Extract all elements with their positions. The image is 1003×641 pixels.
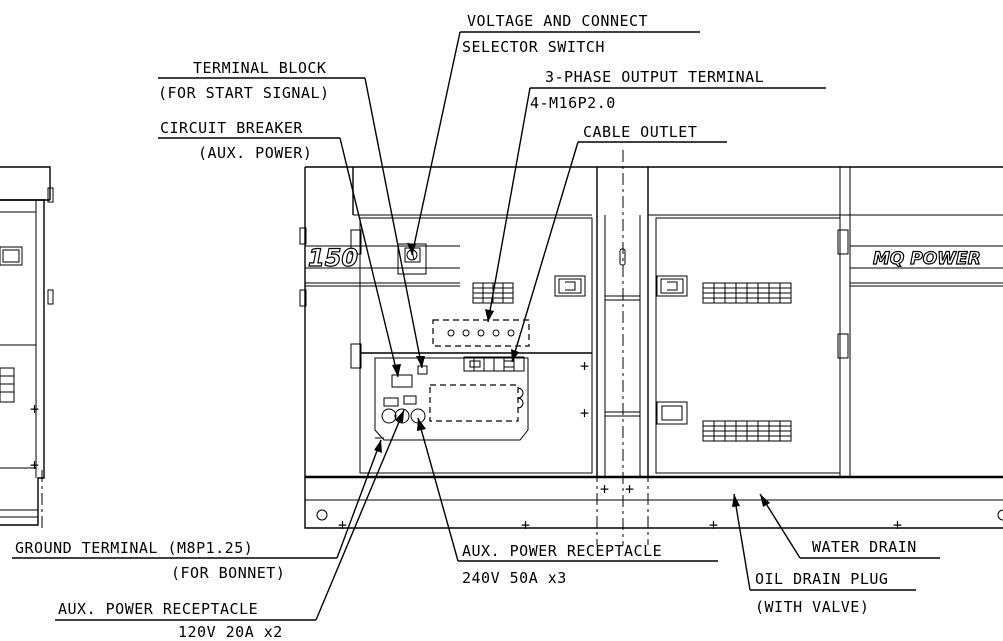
callout-text: 3-PHASE OUTPUT TERMINAL [545, 68, 764, 86]
callout-circuit-breaker: CIRCUIT BREAKER (AUX. POWER) [158, 119, 401, 378]
svg-text:+: + [30, 456, 40, 474]
callout-text: (FOR START SIGNAL) [158, 84, 330, 102]
louver-vent-icon [0, 367, 15, 403]
callout-text: VOLTAGE AND CONNECT [467, 12, 648, 30]
callout-ground-terminal: GROUND TERMINAL (M8P1.25) (FOR BONNET) [12, 439, 382, 582]
callout-text: CIRCUIT BREAKER [160, 119, 303, 137]
callout-text: AUX. POWER RECEPTACLE [462, 542, 662, 560]
louver-vent-icon [702, 420, 792, 442]
callout-voltage-selector: VOLTAGE AND CONNECT SELECTOR SWITCH [407, 12, 700, 256]
svg-text:+: + [338, 516, 348, 534]
callout-text: OIL DRAIN PLUG [755, 570, 888, 588]
three-phase-output-terminal [432, 319, 530, 347]
side-view-enclosure: + + [0, 166, 54, 530]
callout-aux-power-240: AUX. POWER RECEPTACLE 240V 50A x3 [417, 417, 718, 587]
callout-three-phase-terminal: 3-PHASE OUTPUT TERMINAL 4-M16P2.0 [485, 68, 826, 323]
callout-text: GROUND TERMINAL (M8P1.25) [15, 539, 253, 557]
callout-text: (AUX. POWER) [198, 144, 312, 162]
emblem-icon [0, 246, 23, 266]
mq-emblem-icon [656, 275, 688, 297]
callout-text: CABLE OUTLET [583, 123, 697, 141]
svg-text:+: + [30, 400, 40, 418]
cable-outlet [463, 356, 525, 372]
skid-base [304, 470, 1003, 545]
callout-text: WATER DRAIN [812, 538, 917, 556]
brand-decal: MQ POWER [873, 249, 981, 269]
callout-text: 4-M16P2.0 [530, 94, 616, 112]
svg-text:+: + [893, 516, 903, 534]
callout-text: TERMINAL BLOCK [193, 59, 326, 77]
generator-enclosure: 150 MQ POWER [299, 150, 1003, 545]
callout-text: AUX. POWER RECEPTACLE [58, 600, 258, 618]
svg-text:+: + [521, 516, 531, 534]
svg-text:+: + [709, 516, 719, 534]
mq-emblem-icon [554, 275, 586, 297]
callout-water-drain: WATER DRAIN [759, 493, 940, 559]
model-number-decal: 150 [308, 244, 358, 272]
callout-text: (WITH VALVE) [755, 598, 869, 616]
callout-aux-power-120: AUX. POWER RECEPTACLE 120V 20A x2 [55, 409, 405, 641]
callout-text: SELECTOR SWITCH [462, 38, 605, 56]
louver-vent-icon [702, 282, 792, 304]
callout-text: 240V 50A x3 [462, 569, 567, 587]
callout-cable-outlet: CABLE OUTLET [511, 123, 727, 363]
svg-text:+: + [625, 480, 635, 498]
door-latch-icon [656, 401, 688, 425]
svg-text:+: + [600, 480, 610, 498]
callout-terminal-block: TERMINAL BLOCK (FOR START SIGNAL) [158, 59, 425, 369]
callout-text: 120V 20A x2 [178, 623, 283, 641]
svg-text:+: + [580, 357, 590, 375]
callout-text: (FOR BONNET) [171, 564, 285, 582]
svg-text:+: + [580, 404, 590, 422]
callout-oil-drain: OIL DRAIN PLUG (WITH VALVE) [732, 493, 916, 616]
